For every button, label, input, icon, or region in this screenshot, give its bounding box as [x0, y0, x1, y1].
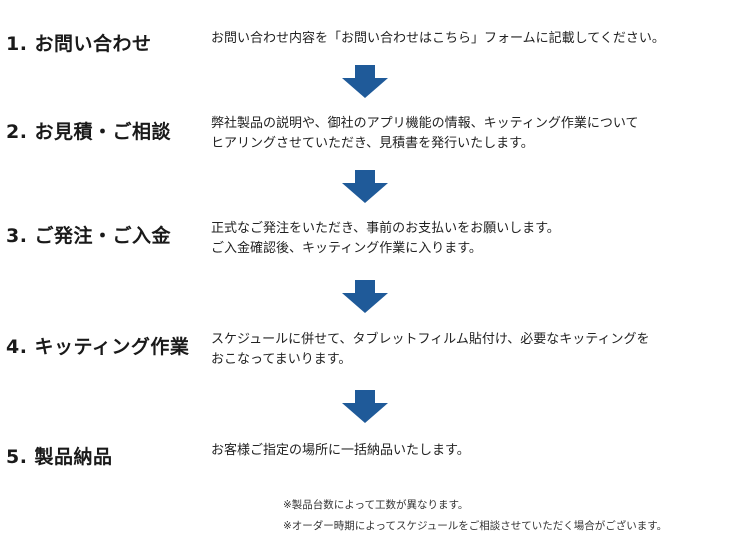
arrow-down-icon	[342, 65, 388, 98]
step-2-line-2: ヒアリングさせていただき、見積書を発行いたします。	[211, 136, 534, 151]
step-5-description: お客様ご指定の場所に一括納品いたします。	[211, 441, 727, 461]
step-3-title: 3. ご発注・ご入金	[6, 225, 172, 247]
footnote-2: ※オーダー時期によってスケジュールをご相談させていただく場合がございます。	[283, 520, 668, 532]
step-5-line-1: お客様ご指定の場所に一括納品いたします。	[211, 443, 470, 458]
arrow-down-icon	[342, 390, 388, 423]
step-1-line-1: お問い合わせ内容を「お問い合わせはこちら」フォームに記載してください。	[211, 31, 665, 46]
step-2-title: 2. お見積・ご相談	[6, 121, 172, 143]
step-3-line-2: ご入金確認後、キッティング作業に入ります。	[211, 241, 482, 256]
step-2-description: 弊社製品の説明や、御社のアプリ機能の情報、キッティング作業について ヒアリングさ…	[211, 114, 727, 154]
step-5-title: 5. 製品納品	[6, 446, 113, 468]
step-1-title: 1. お問い合わせ	[6, 33, 152, 55]
step-4-description: スケジュールに併せて、タブレットフィルム貼付け、必要なキッティングを おこなって…	[211, 330, 727, 370]
footnotes: ※製品台数によって工数が異なります。 ※オーダー時期によってスケジュールをご相談…	[283, 495, 667, 537]
step-4-line-1: スケジュールに併せて、タブレットフィルム貼付け、必要なキッティングを	[211, 332, 650, 347]
step-3-description: 正式なご発注をいただき、事前のお支払いをお願いします。 ご入金確認後、キッティン…	[211, 219, 727, 259]
step-4-line-2: おこなってまいります。	[211, 352, 352, 367]
footnote-1: ※製品台数によって工数が異なります。	[283, 499, 469, 511]
step-2-line-1: 弊社製品の説明や、御社のアプリ機能の情報、キッティング作業について	[211, 116, 639, 131]
arrow-down-icon	[342, 280, 388, 313]
step-1-description: お問い合わせ内容を「お問い合わせはこちら」フォームに記載してください。	[211, 29, 727, 49]
arrow-down-icon	[342, 170, 388, 203]
step-3-line-1: 正式なご発注をいただき、事前のお支払いをお願いします。	[211, 221, 560, 236]
step-4-title: 4. キッティング作業	[6, 336, 190, 358]
